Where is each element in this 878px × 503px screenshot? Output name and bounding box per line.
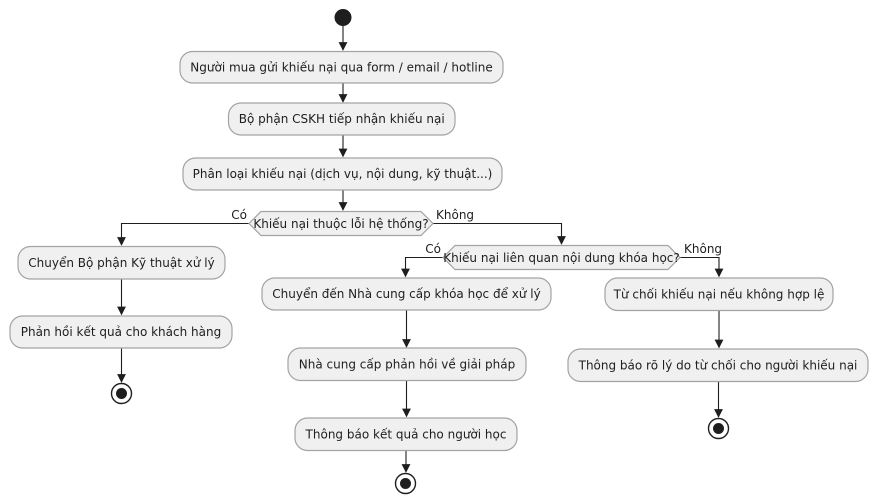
activity-transfer-provider-label: Chuyển đến Nhà cung cấp khóa học để xử l… [272,287,540,301]
edge-decision1-yes-to-tech [117,222,249,246]
final-node-left [110,382,133,405]
activity-classify-complaint-label: Phân loại khiếu nại (dịch vụ, nội dung, … [193,167,493,181]
final-node-middle-dot [400,478,411,489]
activity-transfer-provider: Chuyển đến Nhà cung cấp khóa học để xử l… [261,277,552,311]
label-decision2-no: Không [684,242,722,256]
decision-course-content-label: Khiếu nại liên quan nội dung khóa học? [443,251,680,265]
edge-decision2-no-to-reject [680,256,724,278]
final-node-middle [394,472,417,495]
decision-system-error-shape [248,210,434,237]
activity-reject-complaint-box [604,277,834,312]
decision-course-content: Khiếu nại liên quan nội dung khóa học? [442,244,681,271]
activity-receive-complaint-box [227,102,456,136]
activity-notify-reason-label: Thông báo rõ lý do từ chối cho người khi… [578,359,858,373]
activity-provider-response-label: Nhà cung cấp phản hồi về giải pháp [299,358,515,372]
activity-transfer-tech: Chuyển Bộ phận Kỹ thuật xử lý [17,245,226,280]
activity-notify-reason-box [567,348,869,383]
activity-feedback-customer: Phản hồi kết quả cho khách hàng [9,315,233,349]
activity-receive-complaint-label: Bộ phận CSKH tiếp nhận khiếu nại [239,112,445,126]
decision-system-error-label: Khiếu nại thuộc lỗi hệ thống? [253,217,428,231]
activity-notify-learner-label: Thông báo kết quả cho người học [305,428,507,442]
activity-submit-complaint-box [179,50,504,84]
activity-notify-learner: Thông báo kết quả cho người học [294,417,518,452]
label-decision1-yes: Có [231,208,247,222]
activity-transfer-provider-box [261,277,552,311]
activity-reject-complaint-label: Từ chối khiếu nại nếu không hợp lệ [613,288,825,302]
activity-notify-learner-box [294,417,518,452]
final-node-right [707,417,730,440]
activity-submit-complaint: Người mua gửi khiếu nại qua form / email… [179,50,504,84]
final-node-left-dot [116,388,127,399]
activity-provider-response: Nhà cung cấp phản hồi về giải pháp [287,347,527,382]
activity-notify-reason: Thông báo rõ lý do từ chối cho người khi… [567,348,869,383]
label-decision1-no: Không [436,208,474,222]
activity-receive-complaint: Bộ phận CSKH tiếp nhận khiếu nại [227,102,456,136]
edge-decision2-yes-to-provider [401,256,443,278]
activity-provider-response-box [287,347,527,382]
activity-transfer-tech-label: Chuyển Bộ phận Kỹ thuật xử lý [28,256,214,270]
activity-classify-complaint-box [182,157,503,191]
label-decision2-yes: Có [425,242,441,256]
decision-course-content-shape [442,244,681,271]
start-node [334,9,352,26]
activity-feedback-customer-box [9,315,233,349]
activity-classify-complaint: Phân loại khiếu nại (dịch vụ, nội dung, … [182,157,503,191]
activity-reject-complaint: Từ chối khiếu nại nếu không hợp lệ [604,277,834,312]
activity-transfer-tech-box [17,245,226,280]
decision-system-error: Khiếu nại thuộc lỗi hệ thống? [248,210,434,237]
activity-feedback-customer-label: Phản hồi kết quả cho khách hàng [21,325,221,339]
activity-submit-complaint-label: Người mua gửi khiếu nại qua form / email… [190,61,492,75]
edge-decision1-no-to-decision2 [433,222,566,245]
final-node-right-dot [713,423,724,434]
